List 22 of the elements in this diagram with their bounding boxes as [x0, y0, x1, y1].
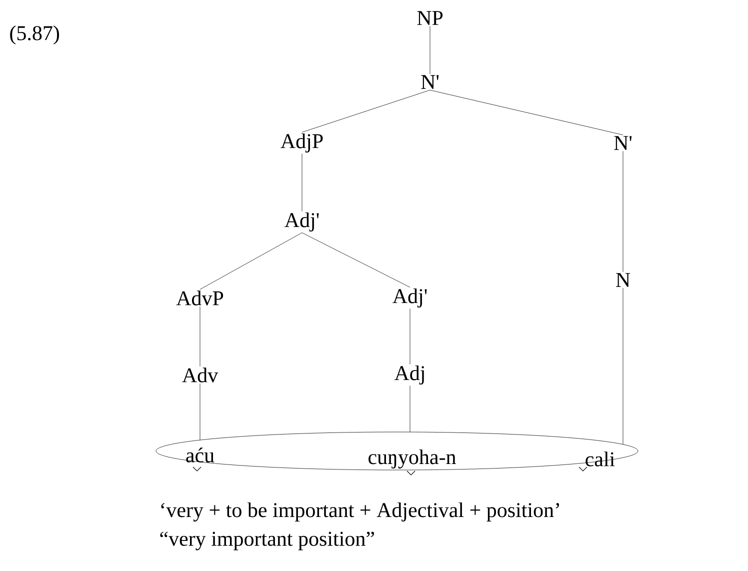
- tree-line: [430, 90, 624, 136]
- tree-label: NP: [417, 11, 443, 25]
- tree-line: [622, 150, 624, 272]
- ellipse-outline: [156, 432, 638, 470]
- tree-label: N: [616, 273, 630, 287]
- tree-line: [302, 232, 410, 288]
- tree-label: N': [421, 75, 439, 89]
- tree-label: AdvP: [176, 290, 224, 306]
- tree-label: N': [614, 136, 632, 150]
- tree-line: [200, 232, 302, 290]
- word: cuŋyoha-n: [368, 449, 456, 469]
- gloss-text: ‘very + to be important + Adjectival + position’: [161, 502, 559, 522]
- tree-label: Adj: [394, 365, 424, 385]
- tree-label: AdjP: [280, 133, 323, 153]
- gloss-text: “very important position”: [160, 532, 374, 550]
- tree-line: [302, 90, 430, 132]
- tree-label: Adj': [392, 288, 427, 308]
- tree-label: Adj': [284, 212, 319, 232]
- example-number: (5.87): [10, 25, 60, 45]
- word: aću: [186, 448, 214, 462]
- tree-label: Adv: [182, 368, 218, 382]
- tree-line: [622, 288, 624, 445]
